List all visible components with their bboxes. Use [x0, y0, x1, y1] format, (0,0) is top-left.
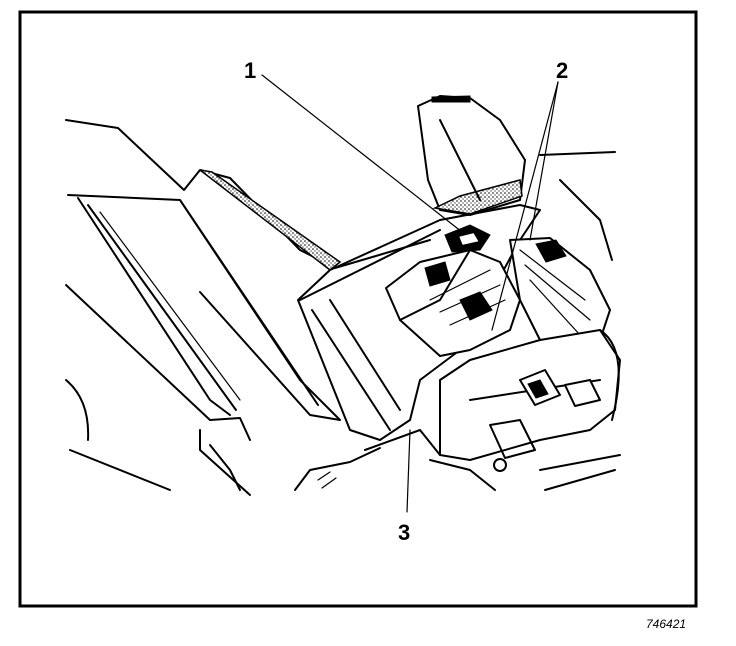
- leader-line-3: [406, 429, 411, 513]
- leader-line-2: [491, 81, 559, 331]
- figure-id: 746421: [646, 617, 686, 631]
- callout-2: 2: [556, 58, 568, 83]
- callout-3: 3: [398, 520, 410, 545]
- leader-line-2b: [529, 81, 559, 241]
- leader-line-1: [261, 74, 463, 233]
- figure-frame: [18, 10, 698, 608]
- drawing-body: [65, 95, 621, 496]
- callout-1: 1: [244, 58, 256, 83]
